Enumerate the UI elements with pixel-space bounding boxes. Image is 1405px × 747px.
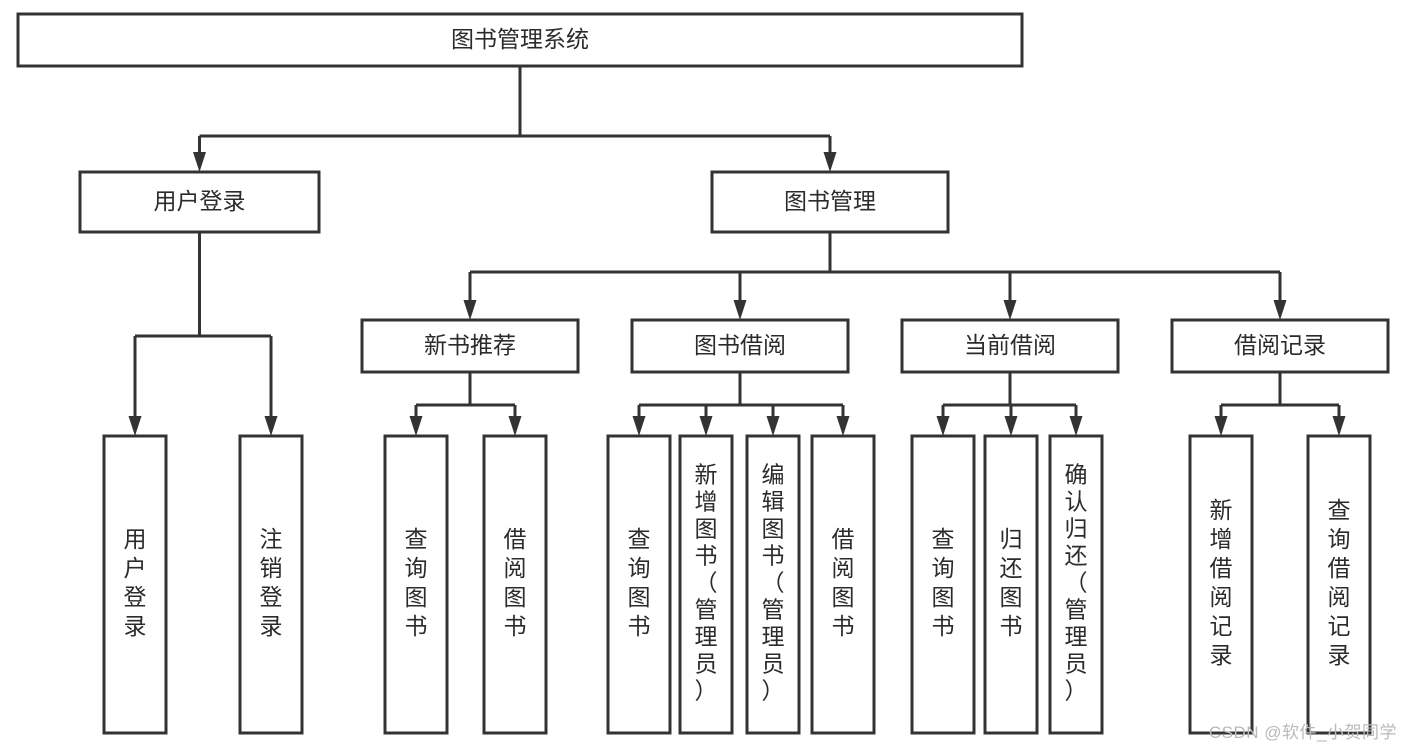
node-leaf-borrow-book-2[interactable]: 借阅图书 (810, 434, 876, 735)
arrow-head-icon (264, 416, 278, 436)
node-leaf-borrow-book-1[interactable]: 借阅图书 (482, 434, 548, 735)
node-box[interactable] (482, 434, 548, 735)
node-leaf-add-book[interactable]: 新增图书（管理员） (678, 434, 734, 735)
arrow-head-icon (632, 416, 646, 436)
arrow-head-icon (1273, 300, 1287, 320)
node-label: 新书推荐 (424, 332, 516, 358)
connector-group-user-login (128, 232, 278, 436)
node-label: 用户登录 (154, 188, 246, 214)
connector-group-book-borrow (632, 372, 850, 436)
node-box[interactable] (1306, 434, 1372, 735)
node-box[interactable] (910, 434, 976, 735)
node-box[interactable] (383, 434, 449, 735)
node-leaf-query-book-3[interactable]: 查询图书 (910, 434, 976, 735)
node-box[interactable] (360, 318, 580, 374)
node-leaf-query-record[interactable]: 查询借阅记录 (1306, 434, 1372, 735)
node-box[interactable] (606, 434, 672, 735)
node-leaf-confirm-return[interactable]: 确认归还（管理员） (1048, 434, 1104, 735)
node-label: 新增借阅记录 (1210, 497, 1233, 668)
node-label: 借阅图书 (504, 526, 527, 639)
node-box[interactable] (16, 12, 1024, 68)
arrow-head-icon (766, 416, 780, 436)
node-label: 编辑图书（管理员） (762, 462, 785, 704)
arrow-head-icon (409, 416, 423, 436)
node-leaf-user-logout[interactable]: 注销登录 (238, 434, 304, 735)
arrow-head-icon (733, 300, 747, 320)
node-box[interactable] (810, 434, 876, 735)
node-leaf-edit-book[interactable]: 编辑图书（管理员） (745, 434, 801, 735)
arrow-head-icon (1004, 416, 1018, 436)
arrow-head-icon (1214, 416, 1228, 436)
connector-group-root (193, 66, 837, 172)
node-label: 确认归还（管理员） (1065, 462, 1088, 704)
node-box[interactable] (710, 170, 950, 234)
node-new-book-rec[interactable]: 新书推荐 (360, 318, 580, 374)
node-label: 注销登录 (260, 526, 283, 639)
node-box[interactable] (102, 434, 168, 735)
node-book-borrow[interactable]: 图书借阅 (630, 318, 850, 374)
arrow-head-icon (463, 300, 477, 320)
node-box[interactable] (1048, 434, 1104, 735)
node-box[interactable] (745, 434, 801, 735)
node-layer: 图书管理系统用户登录图书管理新书推荐图书借阅当前借阅借阅记录用户登录注销登录查询… (16, 12, 1390, 735)
node-borrow-record[interactable]: 借阅记录 (1170, 318, 1390, 374)
node-label: 用户登录 (124, 526, 147, 639)
node-leaf-user-login[interactable]: 用户登录 (102, 434, 168, 735)
node-box[interactable] (238, 434, 304, 735)
arrow-head-icon (699, 416, 713, 436)
node-label: 查询图书 (405, 526, 428, 639)
node-label: 查询借阅记录 (1328, 497, 1351, 668)
node-leaf-query-book-2[interactable]: 查询图书 (606, 434, 672, 735)
arrow-head-icon (1069, 416, 1083, 436)
connector-group-borrow-record (1214, 372, 1346, 436)
arrow-head-icon (836, 416, 850, 436)
node-label: 图书管理 (784, 188, 876, 214)
arrow-head-icon (508, 416, 522, 436)
connector-group-new-book-rec (409, 372, 522, 436)
node-label: 借阅记录 (1234, 332, 1326, 358)
node-box[interactable] (1188, 434, 1254, 735)
node-box[interactable] (1170, 318, 1390, 374)
node-current-borrow[interactable]: 当前借阅 (900, 318, 1120, 374)
node-box[interactable] (630, 318, 850, 374)
node-leaf-query-book-1[interactable]: 查询图书 (383, 434, 449, 735)
arrow-head-icon (936, 416, 950, 436)
connector-group-book-manage (463, 232, 1287, 320)
node-label: 借阅图书 (832, 526, 855, 639)
node-user-login[interactable]: 用户登录 (78, 170, 321, 234)
arrow-head-icon (1332, 416, 1346, 436)
node-label: 新增图书（管理员） (695, 462, 718, 704)
arrow-head-icon (128, 416, 142, 436)
node-leaf-add-record[interactable]: 新增借阅记录 (1188, 434, 1254, 735)
node-leaf-return-book[interactable]: 归还图书 (983, 434, 1039, 735)
node-label: 归还图书 (1000, 526, 1023, 639)
node-box[interactable] (78, 170, 321, 234)
node-label: 图书管理系统 (451, 26, 589, 52)
arrow-head-icon (193, 152, 206, 172)
node-box[interactable] (900, 318, 1120, 374)
node-book-manage[interactable]: 图书管理 (710, 170, 950, 234)
node-box[interactable] (983, 434, 1039, 735)
node-box[interactable] (678, 434, 734, 735)
node-root[interactable]: 图书管理系统 (16, 12, 1024, 68)
connector-layer (128, 66, 1346, 436)
node-label: 图书借阅 (694, 332, 786, 358)
node-label: 查询图书 (932, 526, 955, 639)
node-label: 当前借阅 (964, 332, 1056, 358)
node-label: 查询图书 (628, 526, 651, 639)
connector-group-current-borrow (936, 372, 1083, 436)
arrow-head-icon (1003, 300, 1017, 320)
arrow-head-icon (823, 152, 837, 172)
